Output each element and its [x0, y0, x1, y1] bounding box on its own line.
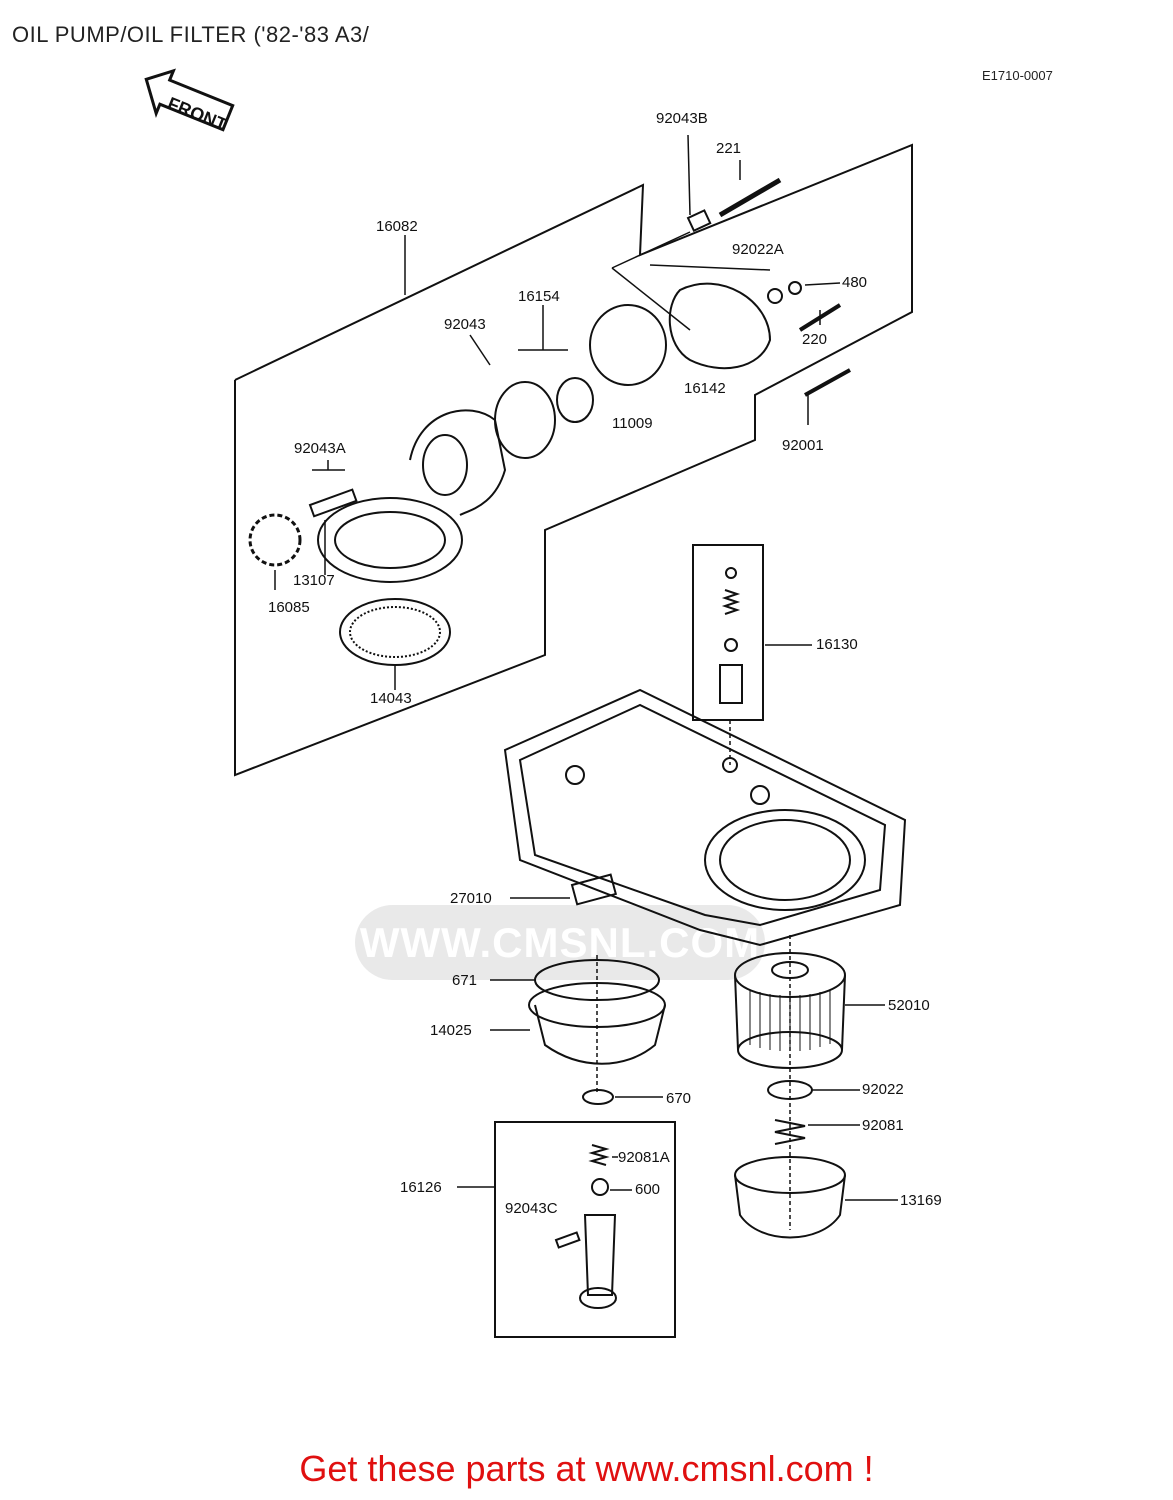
sprocket-icon — [248, 513, 302, 567]
oil-screen-icon — [339, 598, 451, 666]
exploded-parts-diagram — [144, 68, 913, 1338]
part-label-92081[interactable]: 92081 — [862, 1117, 904, 1134]
part-label-27010[interactable]: 27010 — [450, 890, 492, 907]
part-label-671[interactable]: 671 — [452, 972, 478, 989]
part-label-670[interactable]: 670 — [666, 1090, 692, 1107]
front-arrow-icon — [144, 68, 235, 132]
part-label-16154[interactable]: 16154 — [518, 288, 560, 305]
part-label-600[interactable]: 600 — [635, 1181, 661, 1198]
part-label-14025[interactable]: 14025 — [430, 1022, 472, 1039]
part-label-92001[interactable]: 92001 — [782, 437, 824, 454]
part-label-92043[interactable]: 92043 — [444, 316, 486, 333]
part-label-11009[interactable]: 11009 — [612, 415, 653, 432]
part-label-16126[interactable]: 16126 — [400, 1179, 442, 1196]
part-label-16142[interactable]: 16142 — [684, 380, 726, 397]
oil-pan-icon — [503, 688, 907, 947]
part-label-13169[interactable]: 13169 — [900, 1192, 942, 1209]
part-label-92043C[interactable]: 92043C — [505, 1200, 558, 1217]
part-label-92043A[interactable]: 92043A — [294, 440, 346, 457]
oil-pump-assembly-outline — [234, 143, 913, 777]
oil-pressure-switch-icon — [570, 873, 618, 906]
oil-pump-body-icon — [317, 409, 507, 583]
diagram-reference-code: E1710-0007 — [982, 68, 1053, 83]
part-label-13107[interactable]: 13107 — [293, 572, 335, 589]
bypass-valve-box — [494, 1121, 676, 1338]
part-label-220[interactable]: 220 — [802, 331, 828, 348]
part-label-92022[interactable]: 92022 — [862, 1081, 904, 1098]
part-label-92043B[interactable]: 92043B — [656, 110, 708, 127]
part-label-92081A[interactable]: 92081A — [618, 1149, 670, 1166]
part-label-16130[interactable]: 16130 — [816, 636, 858, 653]
part-label-14043[interactable]: 14043 — [370, 690, 412, 707]
part-label-16082[interactable]: 16082 — [376, 218, 418, 235]
part-label-221[interactable]: 221 — [716, 140, 742, 157]
part-label-480[interactable]: 480 — [842, 274, 868, 291]
page-title: OIL PUMP/OIL FILTER ('82-'83 A3/ — [12, 22, 370, 47]
part-label-52010[interactable]: 52010 — [888, 997, 930, 1014]
part-label-16085[interactable]: 16085 — [268, 599, 310, 616]
footer-cta-link[interactable]: Get these parts at www.cmsnl.com ! — [299, 1448, 874, 1489]
part-label-92022A[interactable]: 92022A — [732, 241, 784, 258]
relief-valve-box — [692, 544, 764, 721]
